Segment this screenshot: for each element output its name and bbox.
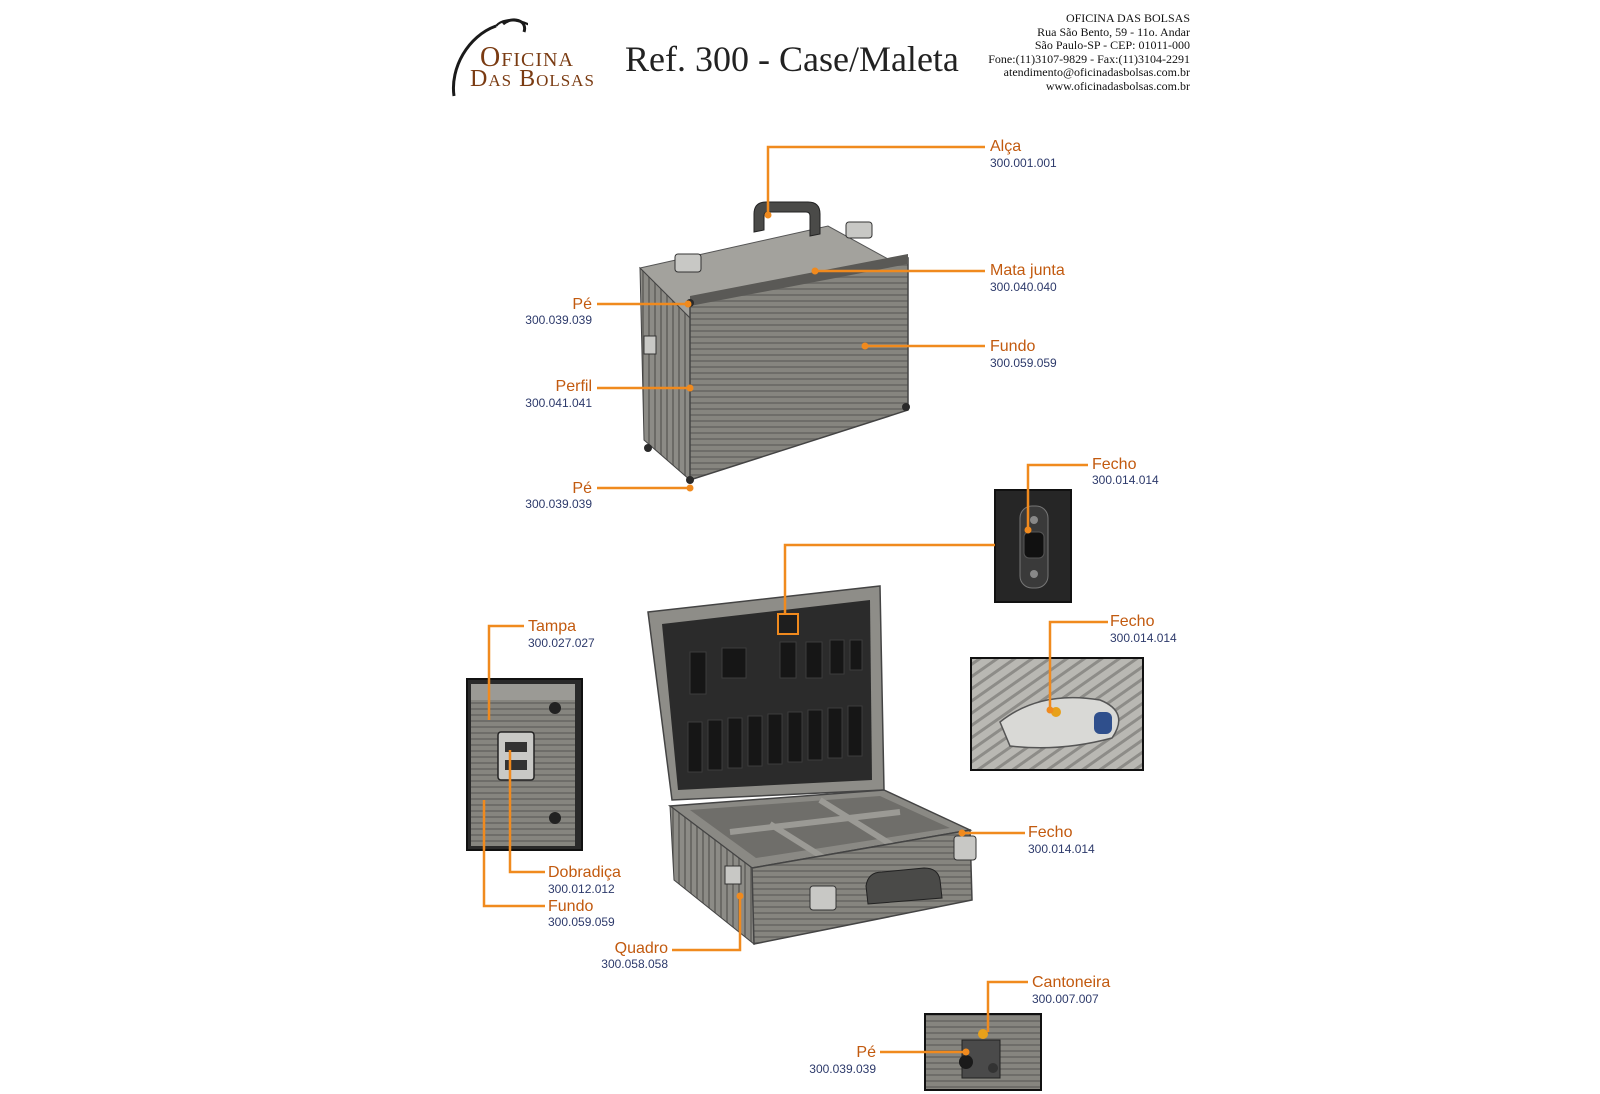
code-fecho-3: 300.014.014 [1028,842,1095,856]
code-dobradica: 300.012.012 [548,882,615,896]
label-alca: Alça [990,138,1022,155]
phone-fax: Fone:(11)3107-9829 - Fax:(11)3104-2291 [988,51,1190,66]
address: Rua São Bento, 59 - 11o. Andar [1037,24,1190,39]
label-fundo-left: Fundo [548,898,594,915]
code-fecho-1: 300.014.014 [1092,473,1159,487]
website: www.oficinadasbolsas.com.br [1045,78,1190,93]
code-quadro: 300.058.058 [601,957,668,971]
code-fundo-left: 300.059.059 [548,915,615,929]
label-fecho-3: Fecho [1028,824,1073,841]
label-pe-bottom: Pé [572,480,592,497]
label-perfil: Perfil [555,378,592,395]
logo-arc [451,18,528,97]
code-fecho-2: 300.014.014 [1110,631,1177,645]
label-mata-junta: Mata junta [990,262,1065,279]
leader-lines [482,145,1108,1054]
label-pe-corner: Pé [856,1044,876,1061]
code-pe-top: 300.039.039 [525,313,592,327]
tampa-detail [466,678,583,851]
code-tampa: 300.027.027 [528,636,595,650]
code-mata-junta: 300.040.040 [990,280,1057,294]
code-fundo-top: 300.059.059 [990,356,1057,370]
fecho-detail-2 [970,657,1144,771]
label-cantoneira: Cantoneira [1032,974,1111,991]
code-pe-corner: 300.039.039 [809,1062,876,1076]
label-fecho-2: Fecho [1110,613,1155,630]
label-quadro: Quadro [614,940,668,957]
logo-line1: Oficina [480,42,574,73]
code-pe-bottom: 300.039.039 [525,497,592,511]
label-fecho-1: Fecho [1092,456,1137,473]
label-pe-top: Pé [572,296,592,313]
city-cep: São Paulo-SP - CEP: 01011-000 [1034,38,1190,52]
contact-block: OFICINA DAS BOLSAS Rua São Bento, 59 - 1… [960,11,1190,93]
logo-line2: Das Bolsas [470,66,595,92]
code-cantoneira: 300.007.007 [1032,992,1099,1006]
label-tampa: Tampa [528,618,577,635]
leader-dots [684,211,1054,1056]
closed-case-illustration [639,201,910,484]
open-case-illustration [647,585,977,946]
code-perfil: 300.041.041 [525,396,592,410]
company-name: OFICINA DAS BOLSAS [1065,11,1190,25]
label-fundo-top: Fundo [990,338,1036,355]
fecho-detail-1 [994,489,1072,603]
page-title: Ref. 300 - Case/Maleta [625,39,959,79]
code-alca: 300.001.001 [990,156,1057,170]
email: atendimento@oficinadasbolsas.com.br [1003,65,1190,79]
label-dobradica: Dobradiça [548,864,621,881]
